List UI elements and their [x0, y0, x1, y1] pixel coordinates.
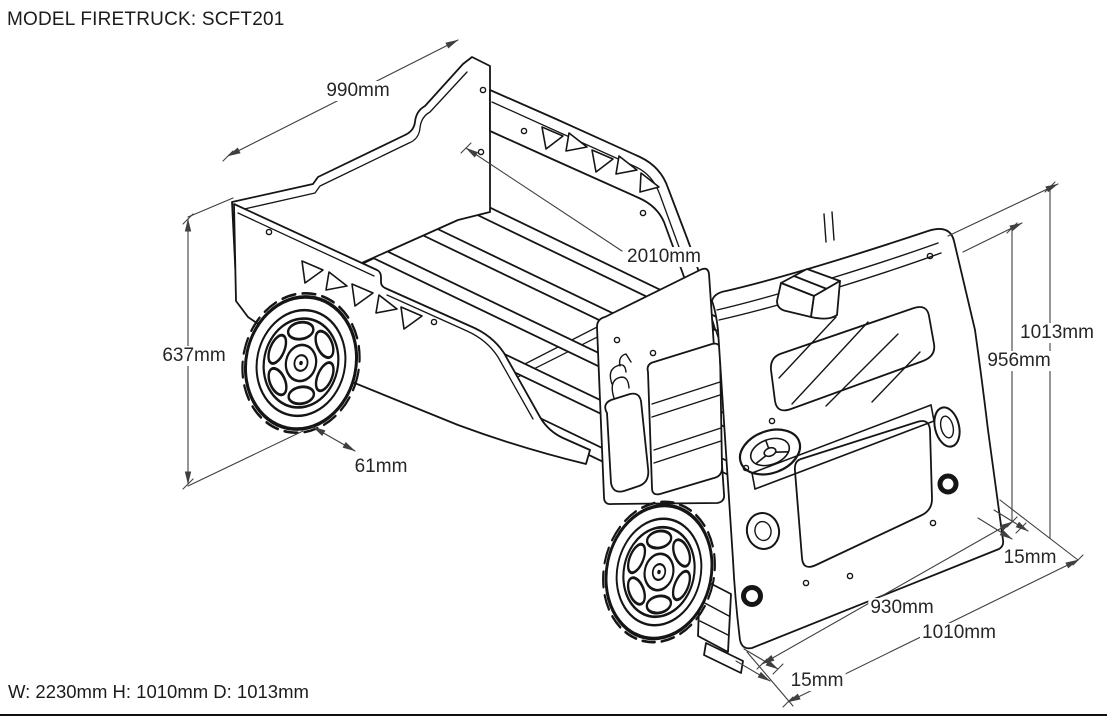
steering-wheel [738, 428, 802, 476]
dim-15-right [977, 499, 1079, 561]
dim-61 [312, 426, 356, 452]
page-title: MODEL FIRETRUCK: SCFT201 [7, 9, 285, 30]
dimension-label-side-height: 637mm [160, 345, 228, 367]
near-rail-triangle-cutouts [301, 260, 423, 330]
middle-ladder-panel [596, 267, 726, 506]
cab-bench-rails [751, 404, 935, 490]
dimension-label-cab-height: 956mm [985, 350, 1053, 372]
dimension-label-front-width: 1010mm [920, 622, 998, 644]
dimension-label-ground-clearance: 61mm [352, 456, 410, 478]
near-side-rail [233, 203, 591, 465]
cab-window [770, 306, 936, 412]
dimension-label-front-panel-thickness: 15mm [1001, 547, 1059, 569]
cab-door-recess [793, 420, 933, 568]
far-rail-triangle-cutouts [541, 126, 660, 193]
dimension-label-cab-width: 930mm [868, 597, 936, 619]
dimension-label-overall-height: 1013mm [1018, 322, 1096, 344]
dimension-label-side-panel-thickness: 15mm [788, 670, 846, 692]
dim-956 [962, 222, 1023, 523]
dimension-label-bed-width: 990mm [324, 80, 392, 102]
overall-dimensions-summary: W: 2230mm H: 1010mm D: 1013mm [8, 681, 309, 702]
fire-extinguisher [604, 353, 650, 493]
dim-15-bottom [735, 648, 794, 707]
dim-2010 [460, 142, 623, 252]
roof-beacon-light [776, 268, 841, 320]
bottom-divider [0, 714, 1107, 717]
dimension-label-mattress-length: 2010mm [625, 246, 703, 268]
